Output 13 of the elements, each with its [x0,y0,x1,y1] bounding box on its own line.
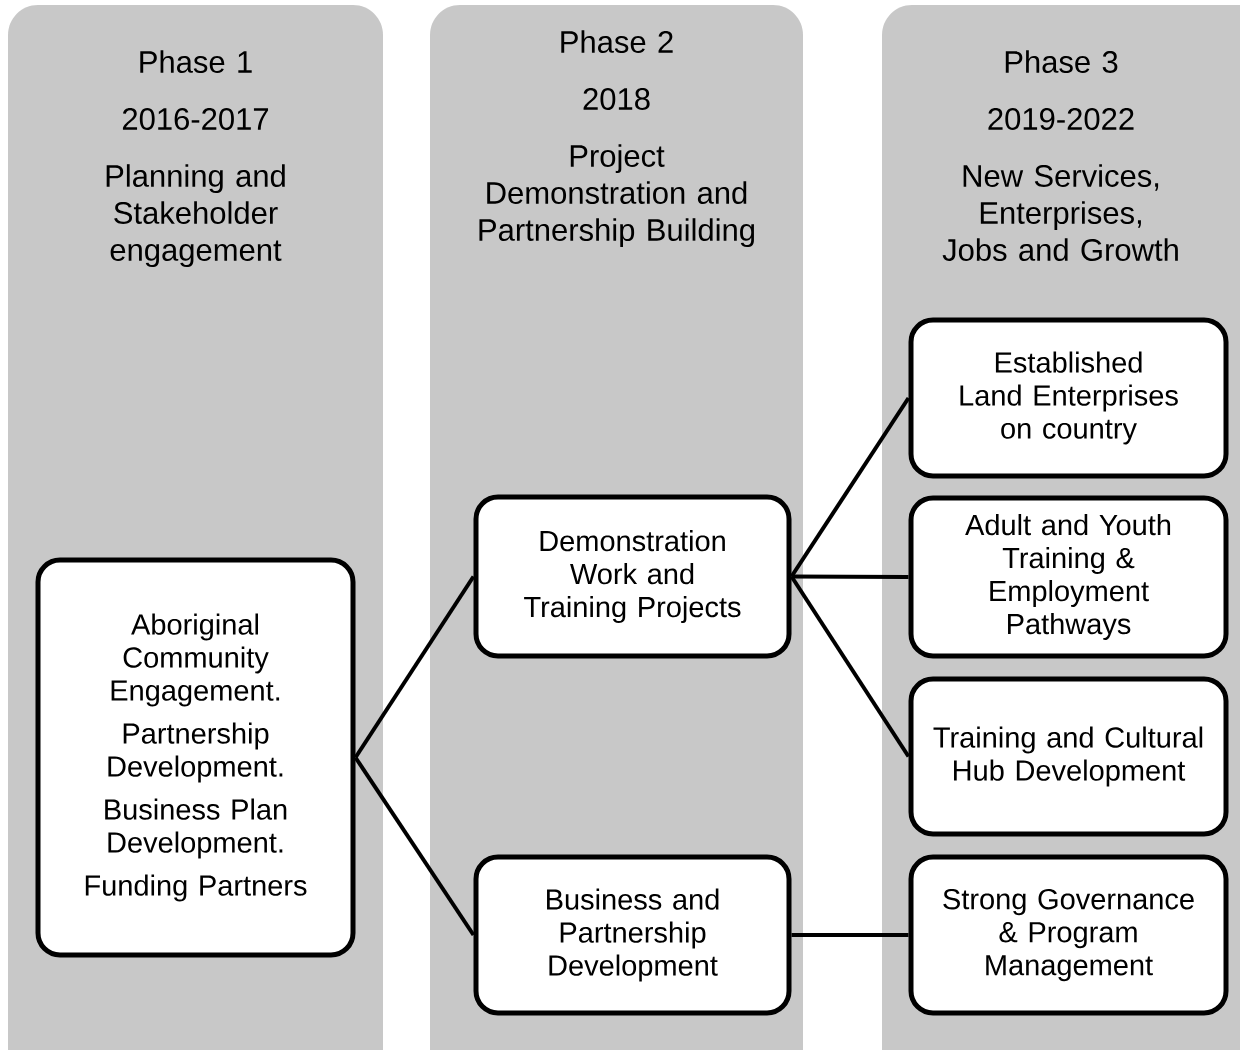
process-box: Strong Governance & Program Management [908,854,1229,1016]
process-box: Established Land Enterprises on country [908,317,1229,479]
connector-line [789,396,911,578]
connector-line [353,575,476,759]
process-box: Adult and Youth Training & Employment Pathways [908,495,1229,659]
process-box: Business and Partnership Development [473,854,792,1016]
connector-line [789,575,911,758]
process-box: Aboriginal Community Engagement. Partnership Development. Business Plan Development. Funding Partners [35,557,356,958]
connector-line [791,933,909,937]
process-box: Demonstration Work and Training Projects [473,494,792,659]
process-box: Training and Cultural Hub Development [908,676,1229,837]
connector-line [791,574,909,579]
connector-line [353,756,476,937]
